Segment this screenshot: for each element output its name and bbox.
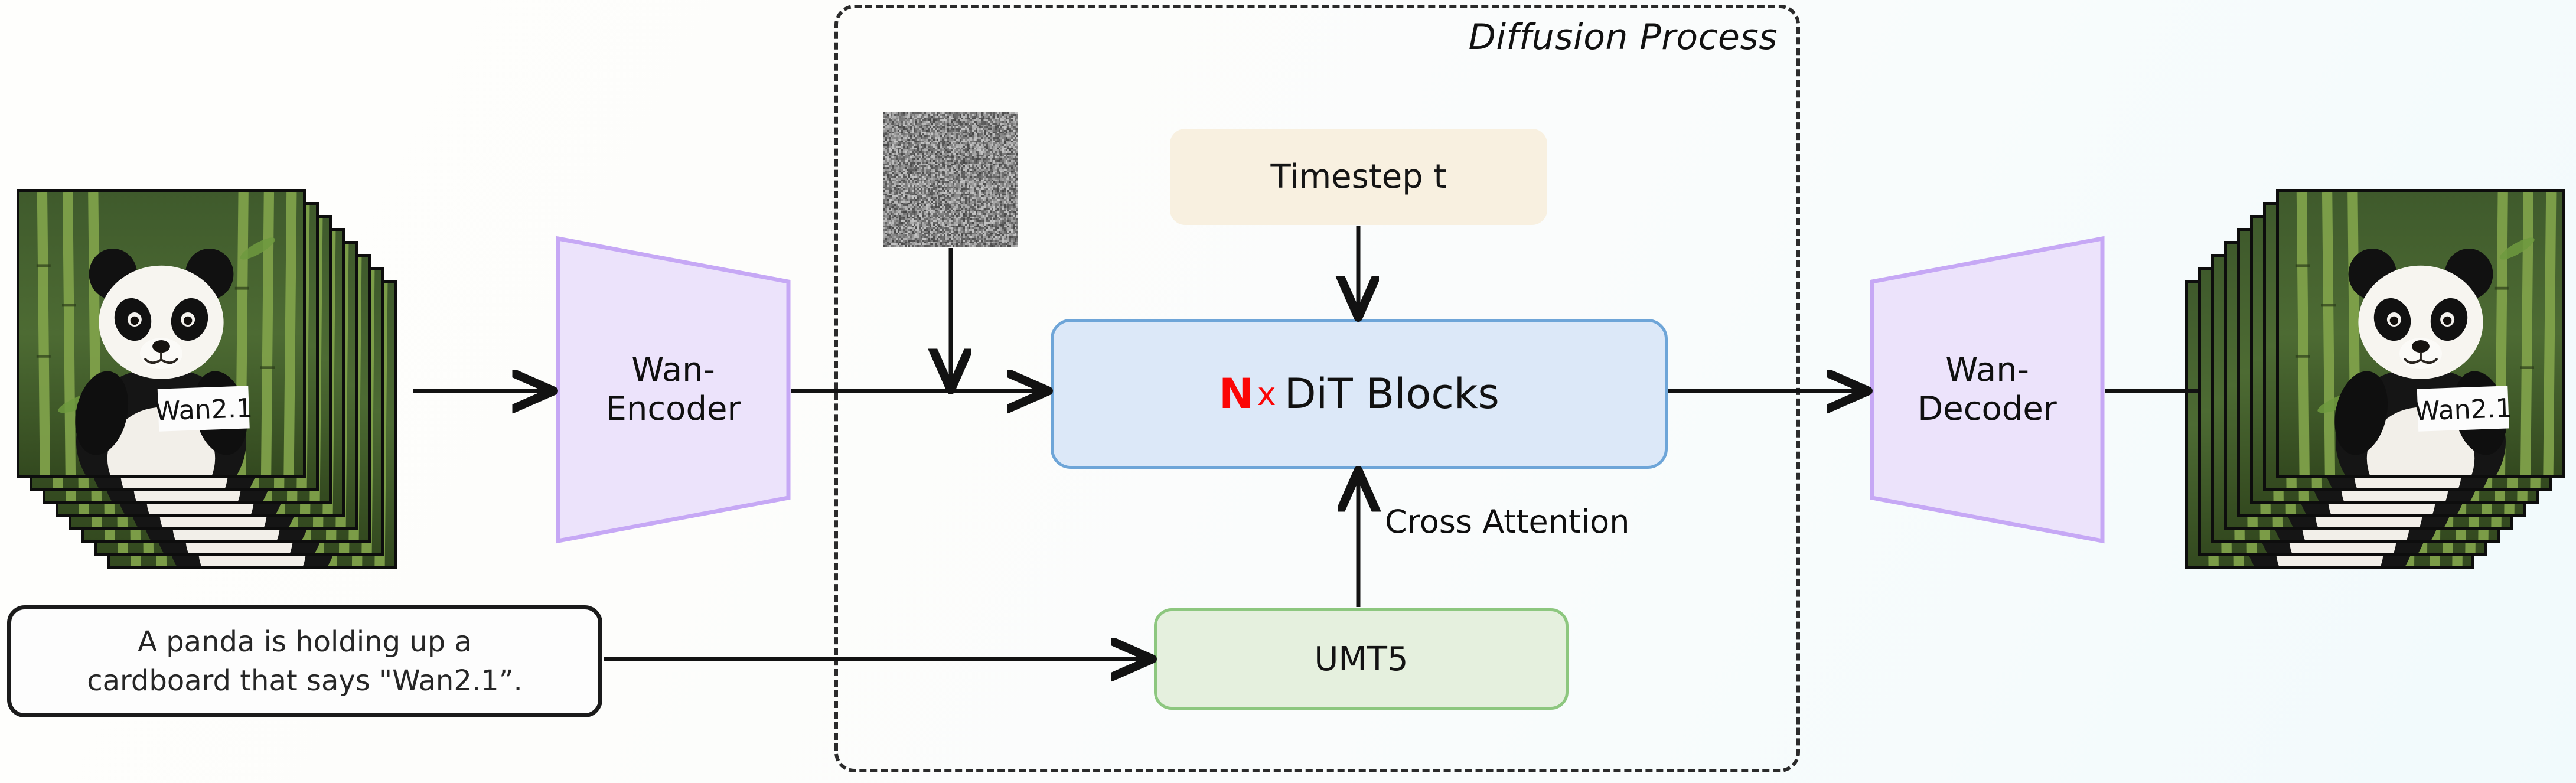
text-prompt-value: A panda is holding up a cardboard that s… <box>87 622 523 700</box>
dit-multiply-symbol: x <box>1257 375 1276 413</box>
video-frame: Wan2.1 <box>17 189 306 478</box>
panda-frame-artwork: Wan2.1 <box>2279 192 2562 475</box>
text-prompt-box[interactable]: A panda is holding up a cardboard that s… <box>7 605 602 717</box>
input-video-frame-stack: Wan2.1Wan2.1Wan2.1Wan2.1Wan2.1Wan2.1Wan2… <box>17 189 406 579</box>
wan-encoder-label: Wan- Encoder <box>605 350 741 428</box>
dit-blocks-label: DiT Blocks <box>1284 370 1499 418</box>
panda-sign-text: Wan2.1 <box>154 393 253 427</box>
prompt-line-1: A panda is holding up a <box>138 625 472 658</box>
timestep-label: Timestep t <box>1270 158 1447 196</box>
timestep-node[interactable]: Timestep t <box>1170 129 1547 225</box>
output-video-frame-stack: Wan2.1Wan2.1Wan2.1Wan2.1Wan2.1Wan2.1Wan2… <box>2185 189 2575 579</box>
decoder-trapezoid-shape <box>1870 236 2105 544</box>
umt5-node[interactable]: UMT5 <box>1154 608 1569 710</box>
noise-latent-patch <box>883 112 1018 247</box>
wan-encoder-node[interactable]: Wan- Encoder <box>555 236 791 544</box>
cross-attention-label: Cross Attention <box>1385 503 1630 540</box>
diffusion-process-region <box>834 5 1800 772</box>
encoder-trapezoid-shape <box>556 236 791 544</box>
panda-sign-text: Wan2.1 <box>2414 393 2513 427</box>
wan-decoder-node[interactable]: Wan- Decoder <box>1869 236 2105 544</box>
wan-decoder-label: Wan- Decoder <box>1918 350 2057 428</box>
panda-sign: Wan2.1 <box>154 386 253 432</box>
video-frame: Wan2.1 <box>2276 189 2565 478</box>
panda-sign: Wan2.1 <box>2414 386 2513 432</box>
umt5-label: UMT5 <box>1314 640 1408 678</box>
dit-repeat-count: N <box>1219 370 1254 418</box>
panda-frame-artwork: Wan2.1 <box>19 192 303 475</box>
dit-blocks-node[interactable]: N x DiT Blocks <box>1051 319 1668 469</box>
prompt-line-2: cardboard that says "Wan2.1”. <box>87 664 523 697</box>
diffusion-process-label: Diffusion Process <box>1468 17 1778 58</box>
